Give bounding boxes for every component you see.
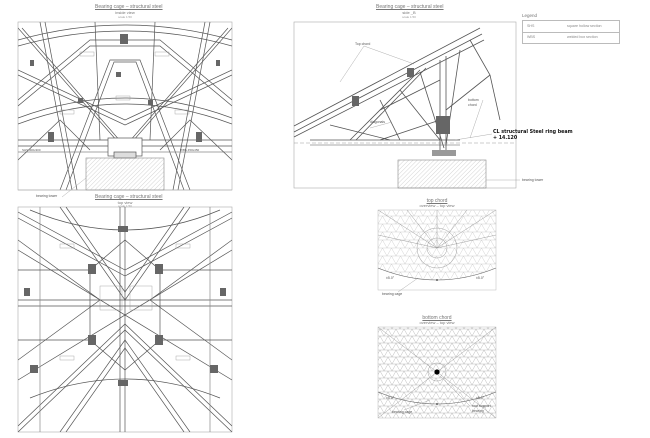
ring-beam-level: + 14.120 [493,136,518,141]
top-chord-overview [377,209,497,293]
side-view-title: Bearing cage – structural steel [376,4,444,10]
bearing-cage-label: bearing cage [382,292,403,296]
top-view-scale: scale 1:50 [118,204,132,208]
legend-row: WBS welded box section [523,32,619,43]
top-view-subtitle: top view [117,200,133,205]
top-view-drawing [17,206,233,433]
bottom-chord-label: bottom chord [468,98,479,107]
shs-member-label: SHS 300x300 [22,148,41,152]
legend-code: WBS [527,35,536,39]
bearing-cage-label: bearing cage [392,410,413,414]
inside-view-drawing [17,21,233,198]
top-chord-title: top chord [426,198,448,204]
legend-box: SHS square hollow section WBS welded box… [522,20,620,44]
wbs-member-label: WBS 450x450 [180,148,200,152]
diagonals-label: diagonals [370,120,385,124]
bottom-chord-subtitle: overview – top view [419,320,455,325]
inside-view-scale: scale 1:50 [118,15,132,19]
ring-beam-label: CL structural Steel ring beam [493,130,573,135]
top-chord-subtitle: overview – top view [419,203,455,208]
side-view-drawing [293,21,520,189]
bottom-chord-overview [377,326,497,419]
legend-desc: welded box section [567,35,598,39]
legend-code: SHS [527,24,535,28]
bottom-chord-title: bottom chord [422,315,452,321]
angle-label: ±5.0° [386,396,395,400]
top-chord-label: Top chord [355,42,371,46]
inside-view-title: Bearing cage – structural steel [95,4,163,10]
side-view-scale: scale 1:50 [402,15,416,19]
inside-view-subtitle: inside view [115,10,135,15]
legend-desc: square hollow section [567,24,602,28]
legend-heading: Legend [522,13,538,18]
roof-support-label: roof support [472,404,491,408]
legend-row: SHS square hollow section [523,21,619,33]
angle-label: ±5.0° [386,276,395,280]
side-view-subtitle: side _B [402,10,416,15]
angle-label: ±5.0° [476,276,485,280]
bearing-tower-label-right: bearing tower [522,178,544,182]
top-view-title: Bearing cage – structural steel [95,194,163,200]
angle-label: ±5.0° [476,396,485,400]
roof-support-dot [434,369,440,375]
roof-support-label-2: bearing [472,409,484,413]
bearing-tower-label-left: bearing tower [36,194,58,198]
